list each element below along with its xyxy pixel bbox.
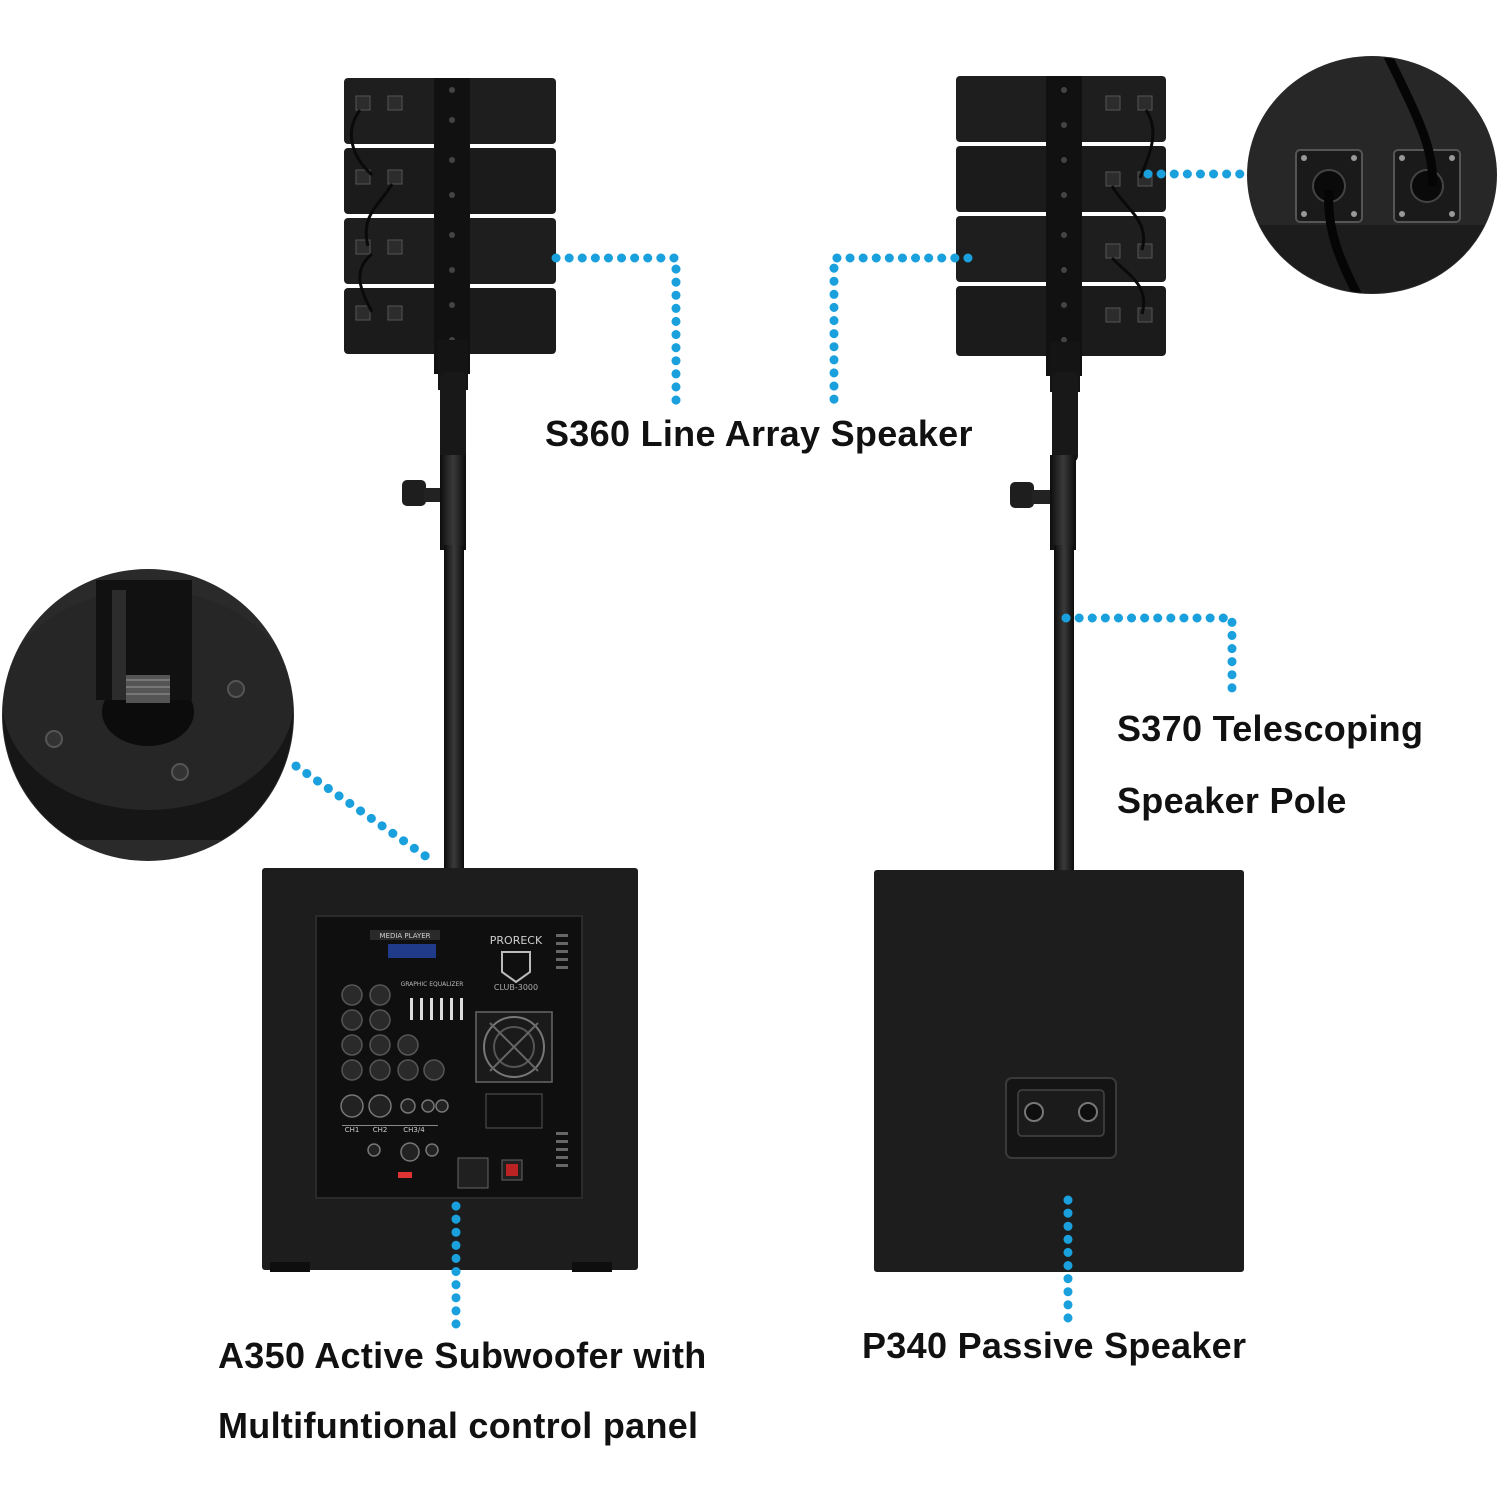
brand-label: PRORECK	[490, 934, 543, 947]
right-speaker-pole	[1050, 455, 1076, 873]
active-subwoofer: MEDIA PLAYER PRORECK CLUB-3000 GRAPHIC E…	[262, 868, 638, 1272]
control-panel: MEDIA PLAYER PRORECK CLUB-3000 GRAPHIC E…	[315, 915, 583, 1199]
cooling-fan	[475, 1011, 553, 1083]
right-line-array-speaker	[956, 76, 1166, 508]
passive-speaker	[874, 870, 1244, 1272]
pole-label-line2: Speaker Pole	[1117, 780, 1347, 821]
passive-speaker-label: P340 Passive Speaker	[862, 1325, 1247, 1366]
model-label: CLUB-3000	[494, 983, 538, 992]
equalizer-label: GRAPHIC EQUALIZER	[401, 981, 464, 988]
ch2-label: CH2	[373, 1126, 388, 1134]
speakon-connector-zoom	[1247, 56, 1497, 294]
media-player-label: MEDIA PLAYER	[379, 932, 430, 940]
left-line-array-speaker	[344, 78, 556, 506]
callout-lines	[291, 169, 1245, 1335]
left-speaker-pole	[440, 455, 466, 870]
callout-line-pole	[1061, 613, 1237, 699]
pole-label-line1: S370 Telescoping	[1117, 708, 1424, 749]
callout-line-base	[291, 761, 439, 867]
ch1-label: CH1	[345, 1126, 360, 1134]
line-array-label: S360 Line Array Speaker	[545, 413, 973, 454]
ch3-label: CH3/4	[403, 1126, 425, 1134]
subwoofer-label-line1: A350 Active Subwoofer with	[218, 1335, 707, 1376]
callout-line-right-array	[829, 253, 973, 410]
pole-base-zoom	[2, 569, 294, 861]
callout-line-left-array	[551, 253, 681, 410]
subwoofer-label-line2: Multifuntional control panel	[218, 1405, 699, 1446]
